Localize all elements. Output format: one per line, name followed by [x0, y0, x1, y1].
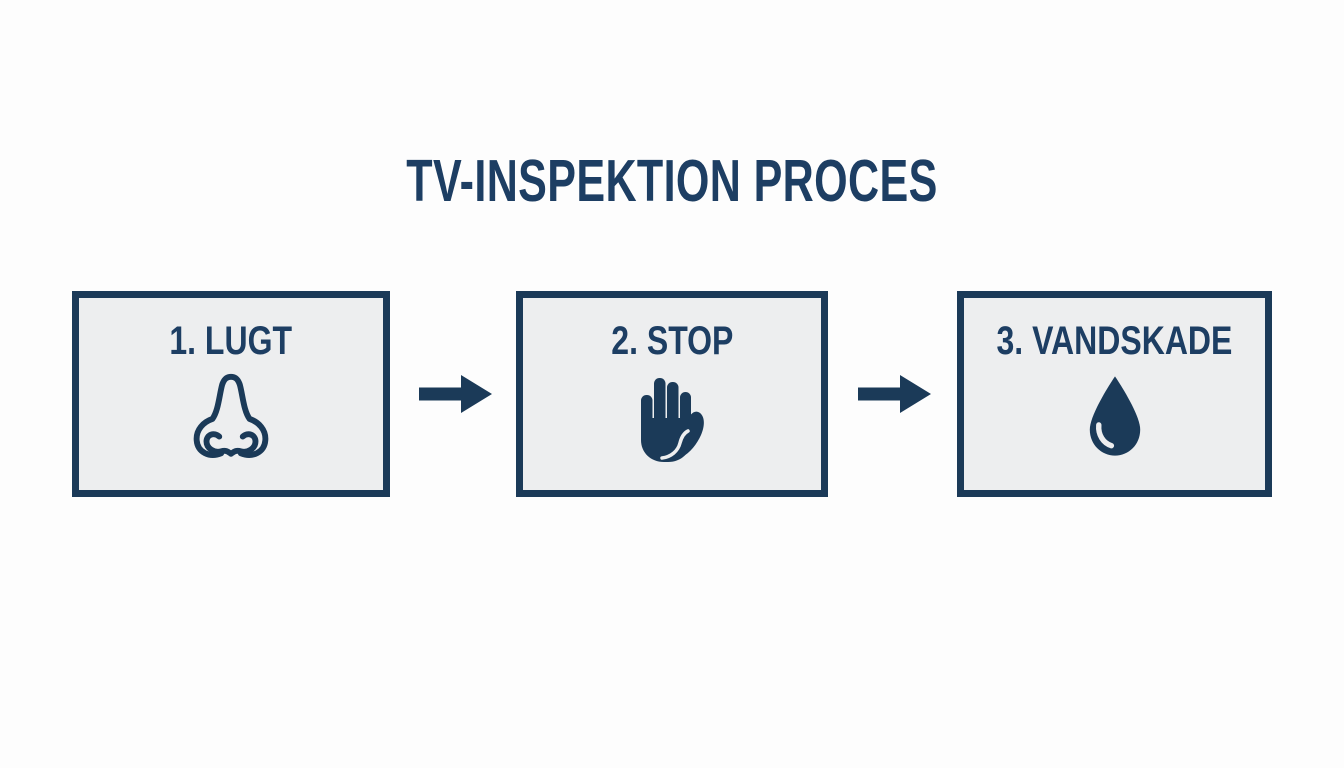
water-drop-icon — [1070, 368, 1160, 469]
step-box-lugt: 1. LUGT — [72, 291, 390, 497]
step-label: 1. LUGT — [169, 319, 293, 363]
page-title-text: TV-INSPEKTION PROCES — [406, 148, 938, 214]
page-title: TV-INSPEKTION PROCES — [0, 147, 1344, 215]
step-label: 3. VANDSKADE — [996, 319, 1233, 363]
stop-hand-icon — [622, 368, 722, 473]
nose-icon — [182, 368, 280, 471]
right-arrow-icon — [419, 374, 493, 414]
step-label: 2. STOP — [610, 319, 734, 363]
step-box-vandskade: 3. VANDSKADE — [957, 291, 1272, 497]
step-box-stop: 2. STOP — [516, 291, 828, 497]
right-arrow-icon — [858, 374, 932, 414]
